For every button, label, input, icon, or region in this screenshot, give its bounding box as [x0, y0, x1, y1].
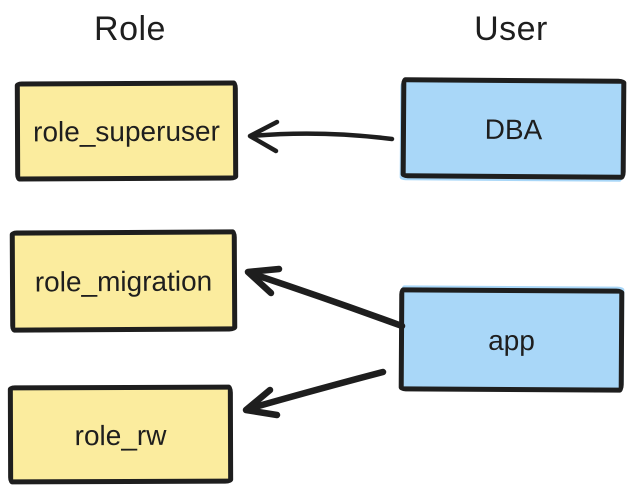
node-user-dba-label: DBA [484, 113, 543, 145]
node-role-superuser-label: role_superuser [33, 115, 220, 148]
node-user-dba: DBA [400, 77, 627, 180]
arrow-app-to-role-rw [242, 368, 387, 419]
node-user-app: app [398, 287, 625, 393]
node-role-superuser: role_superuser [14, 80, 239, 182]
node-role-rw-label: role_rw [74, 419, 167, 451]
column-header-role: Role [94, 10, 166, 48]
arrow-dba-to-role-superuser [247, 119, 395, 154]
node-role-migration-label: role_migration [34, 265, 213, 298]
node-user-app-label: app [488, 324, 535, 357]
node-role-rw: role_rw [7, 384, 234, 485]
arrow-app-to-role-migration [244, 265, 406, 330]
node-role-migration: role_migration [9, 229, 238, 333]
column-header-user: User [474, 10, 548, 48]
